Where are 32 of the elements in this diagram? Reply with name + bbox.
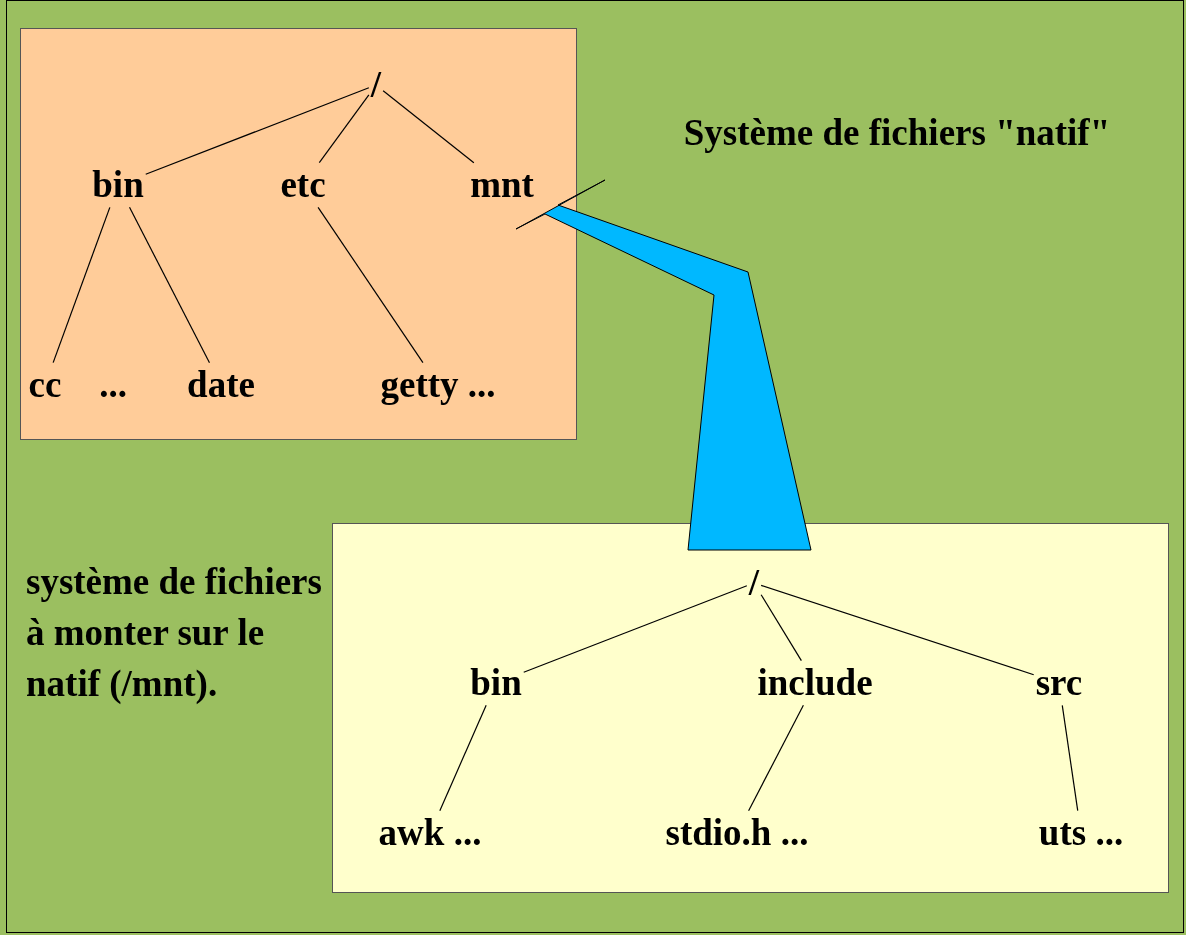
tree-line — [760, 584, 1035, 676]
directory-label: mnt — [470, 164, 534, 206]
tree-line — [748, 704, 804, 812]
tree-line — [1061, 704, 1079, 812]
directory-label: stdio.h ... — [665, 812, 809, 854]
ellipsis-text: ... — [99, 364, 127, 406]
directory-label: bin — [92, 164, 144, 206]
tree-line — [760, 594, 802, 662]
tree-line — [523, 585, 748, 673]
title-text: Système de fichiers "natif" — [683, 112, 1111, 154]
directory-label: uts ... — [1038, 812, 1124, 854]
directory-label: src — [1035, 662, 1083, 704]
tree-line — [52, 206, 111, 364]
tree-line — [439, 704, 487, 812]
directory-label: cc — [28, 364, 62, 406]
folder-box — [332, 523, 1169, 893]
directory-label: etc — [280, 164, 326, 206]
directory-label: bin — [470, 662, 522, 704]
directory-label: date — [187, 364, 255, 406]
directory-label: / — [370, 64, 382, 106]
tree-line — [318, 94, 370, 164]
directory-label: getty ... — [380, 364, 496, 406]
directory-label: / — [748, 562, 760, 604]
tree-line — [317, 206, 424, 364]
directory-label: awk ... — [378, 812, 482, 854]
directory-label: include — [757, 662, 873, 704]
tree-line — [145, 87, 370, 175]
tree-line — [128, 206, 211, 364]
folder-box — [20, 28, 577, 440]
description-text: système de fichiers à monter sur le natif (/mnt). — [26, 560, 323, 706]
tree-line — [382, 90, 475, 164]
mount-arrow — [515, 179, 812, 551]
